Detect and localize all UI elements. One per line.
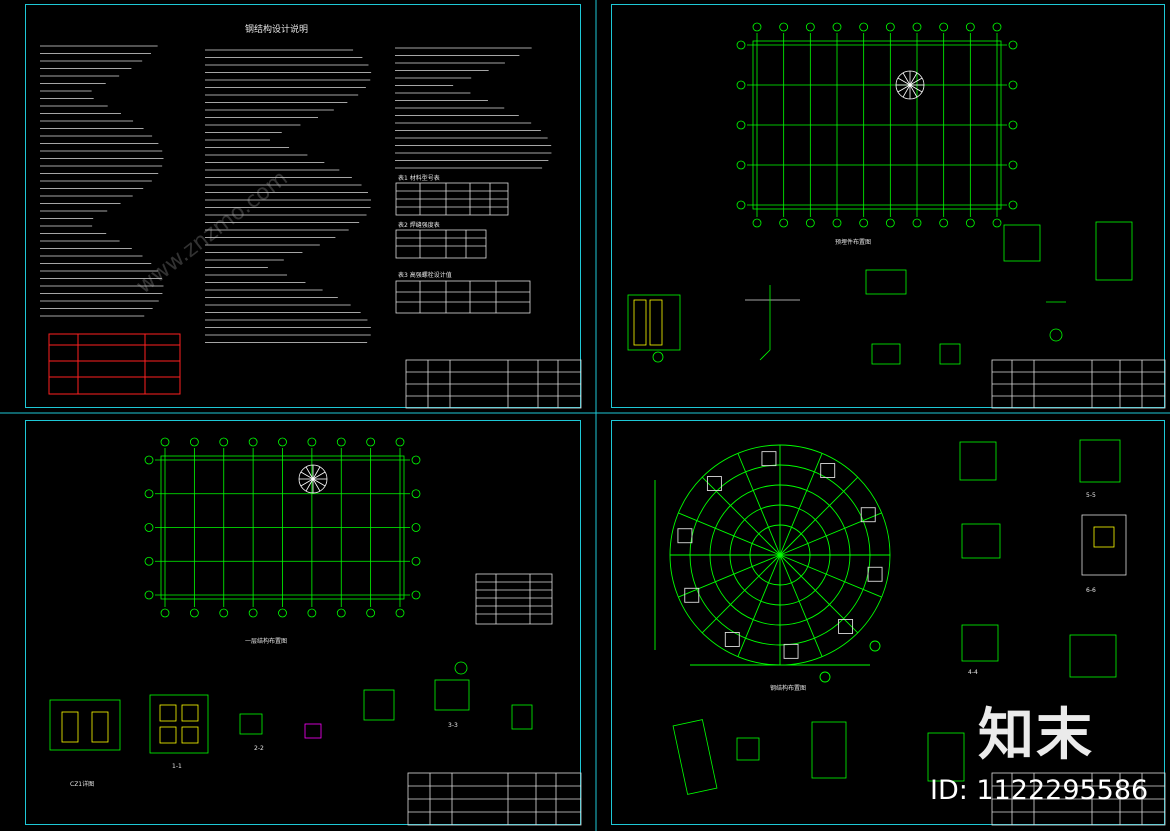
sheet-4-frame xyxy=(611,420,1165,825)
sheet-1-frame xyxy=(25,4,581,408)
sheet-4-circle: 钢结构布置图 5-5 6-6 4-4 xyxy=(654,439,1166,826)
sheet-2-title: 预埋件布置图 xyxy=(835,238,871,246)
sheet-1-content: 钢结构设计说明 表1 材料型号表 表2 焊缝强度表 表3 高强螺栓设计值 xyxy=(40,23,582,409)
sheet-3-details xyxy=(49,661,533,754)
sheet-3-table xyxy=(475,573,553,625)
sheet-1-title: 钢结构设计说明 xyxy=(245,23,308,35)
sheet-3-titleblock xyxy=(407,772,582,826)
section-2-2: 2-2 xyxy=(254,745,264,752)
sheet-3-title: 一层结构布置图 xyxy=(245,637,287,645)
section-3-3: 3-3 xyxy=(448,722,458,729)
section-6-6: 6-6 xyxy=(1086,587,1096,594)
section-4-4: 4-4 xyxy=(968,669,978,676)
notes-tables xyxy=(395,182,531,314)
sheet-2-frame xyxy=(611,4,1165,408)
table2-header: 表2 焊缝强度表 xyxy=(398,221,440,229)
watermark-id: ID: 1122295586 xyxy=(930,775,1149,806)
table3-header: 表3 高强螺栓设计值 xyxy=(398,271,452,279)
sheet-4-details xyxy=(672,439,1127,795)
watermark-logo: 知末 xyxy=(978,703,1094,768)
section-5-5: 5-5 xyxy=(1086,492,1096,499)
section-1-1: 1-1 xyxy=(172,763,182,770)
cz-detail-label: CZ1详图 xyxy=(70,780,94,788)
table1-header: 表1 材料型号表 xyxy=(398,174,440,182)
sheet-4-titleblock xyxy=(991,772,1166,826)
sheet-2-titleblock xyxy=(991,359,1166,409)
circle-caption: 钢结构布置图 xyxy=(770,684,806,692)
sheet-3-plan: 一层结构布置图 CZ1详图 1-1 2-2 3 xyxy=(49,437,582,826)
red-material-table xyxy=(48,333,181,395)
sheet-3-frame xyxy=(25,420,581,825)
sheet-2-details xyxy=(627,221,1133,365)
sheet-1-titleblock xyxy=(405,359,582,409)
sheet-2-plan: 预埋件布置图 xyxy=(627,22,1166,409)
